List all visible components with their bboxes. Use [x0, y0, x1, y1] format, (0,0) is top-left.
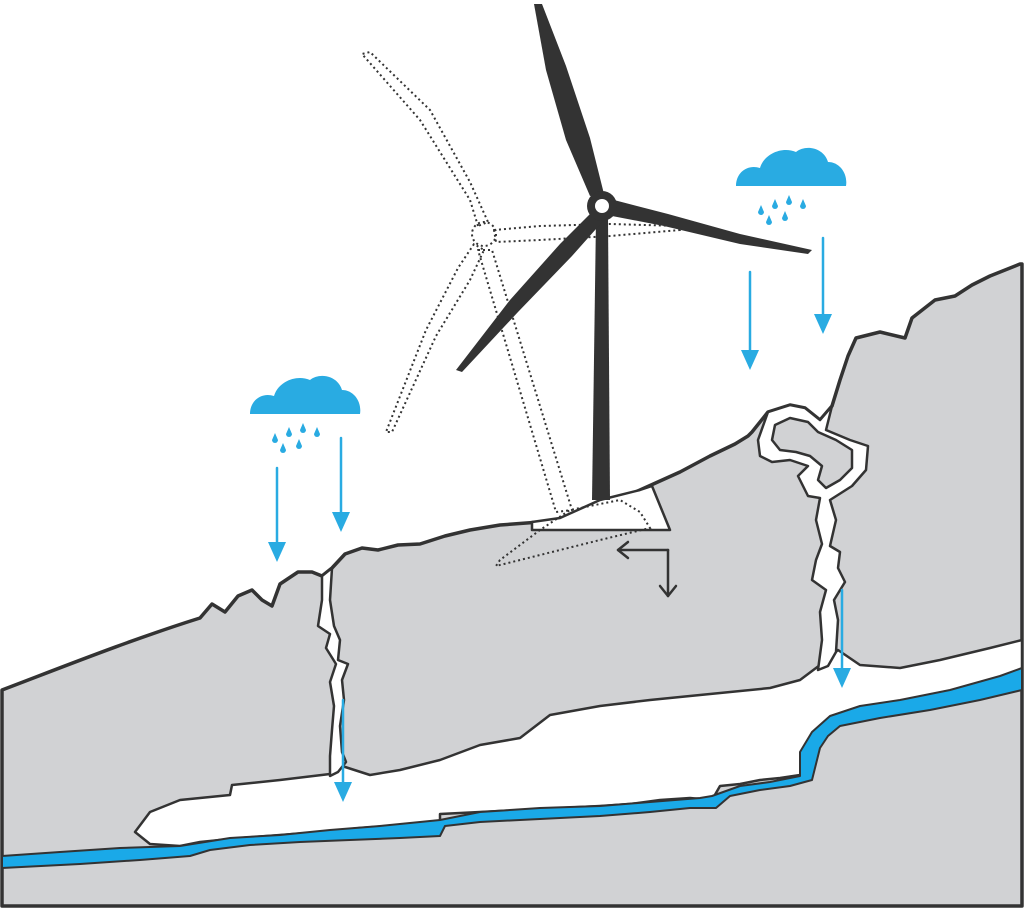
rain-cloud-icon — [250, 375, 361, 414]
displacement-arrows-icon — [616, 540, 678, 598]
foundation-tilted-outline — [493, 498, 652, 568]
down-arrow-icon — [268, 466, 286, 562]
wind-turbine-icon — [456, 4, 812, 500]
ghost-blade-right — [493, 223, 681, 243]
turbine-blade-up — [534, 4, 604, 196]
ghost-turbine — [361, 51, 681, 513]
ghost-turbine-tower — [477, 249, 573, 513]
rain-drops-right — [758, 195, 806, 225]
down-arrow-icon — [741, 270, 759, 370]
ghost-blade-down — [385, 243, 485, 433]
horizontal-arrowhead — [616, 540, 630, 560]
down-arrow-icon — [833, 588, 851, 688]
rain-cloud-icon — [736, 147, 847, 186]
down-arrow-icon — [814, 236, 832, 334]
down-arrow-icon — [334, 698, 352, 802]
foundation-block — [530, 484, 672, 532]
infiltration-arrows — [268, 236, 851, 802]
ghost-hub — [471, 221, 497, 247]
rain-cloud-left — [250, 375, 361, 453]
right-fissure-rock-island — [770, 416, 854, 490]
turbine-foundation — [493, 484, 672, 568]
vertical-arrowhead — [658, 584, 678, 598]
down-arrow-icon — [332, 436, 350, 532]
turbine-tower — [592, 218, 610, 500]
rain-drops-left — [272, 423, 320, 453]
rain-cloud-right — [736, 147, 847, 225]
water-band — [1, 667, 1023, 869]
ghost-blade-up — [361, 51, 489, 227]
turbine-blade-down — [456, 214, 604, 372]
water-layer — [1, 667, 1023, 869]
turbine-hub-center — [595, 199, 609, 213]
turbine-blade-right — [612, 200, 812, 254]
